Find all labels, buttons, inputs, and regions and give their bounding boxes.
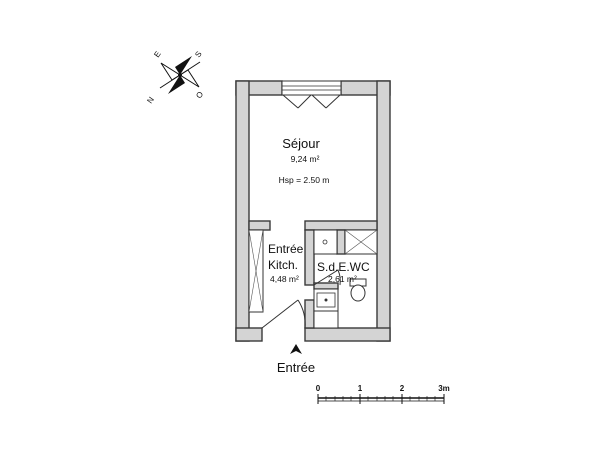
scale-tick-0: 0	[316, 384, 321, 393]
fixtures	[248, 229, 378, 329]
compass-o-label: O	[194, 90, 205, 100]
room-name-sejour: Séjour	[282, 136, 320, 151]
interior-walls	[248, 220, 378, 329]
entrance-arrow-icon	[290, 344, 302, 354]
room-area-sde-wc: 2,61 m²	[328, 274, 357, 284]
scale-bar: 0 1 2 3m	[316, 384, 450, 404]
scale-tick-1: 1	[358, 384, 363, 393]
compass-rose-icon: N S E O	[145, 50, 205, 106]
scale-tick-3m: 3m	[438, 384, 450, 393]
room-area-entree-kitch: 4,48 m²	[270, 274, 299, 284]
entrance-door	[261, 299, 306, 329]
room-height-sejour: Hsp = 2.50 m	[279, 175, 330, 185]
scale-tick-2: 2	[400, 384, 405, 393]
room-area-sejour: 9,24 m²	[291, 154, 320, 164]
compass-e-label: E	[152, 50, 162, 60]
outer-walls	[235, 80, 391, 342]
bathroom-door	[313, 269, 341, 286]
room-name-sde-wc: S.d.E.WC	[317, 260, 370, 274]
compass-s-label: S	[193, 50, 203, 60]
entrance-label: Entrée	[277, 360, 315, 375]
room-name-entree: Entrée	[268, 242, 304, 256]
room-labels: Séjour 9,24 m² Hsp = 2.50 m Entrée Kitch…	[268, 136, 370, 284]
entrance-marker: Entrée	[277, 344, 315, 375]
bath-cabinet	[313, 310, 339, 329]
sink-icon	[313, 288, 339, 312]
room-name-kitch: Kitch.	[268, 258, 298, 272]
window	[281, 80, 342, 109]
shower-icon	[313, 229, 338, 255]
toilet-icon	[349, 278, 367, 302]
compass-n-label: N	[145, 95, 156, 105]
